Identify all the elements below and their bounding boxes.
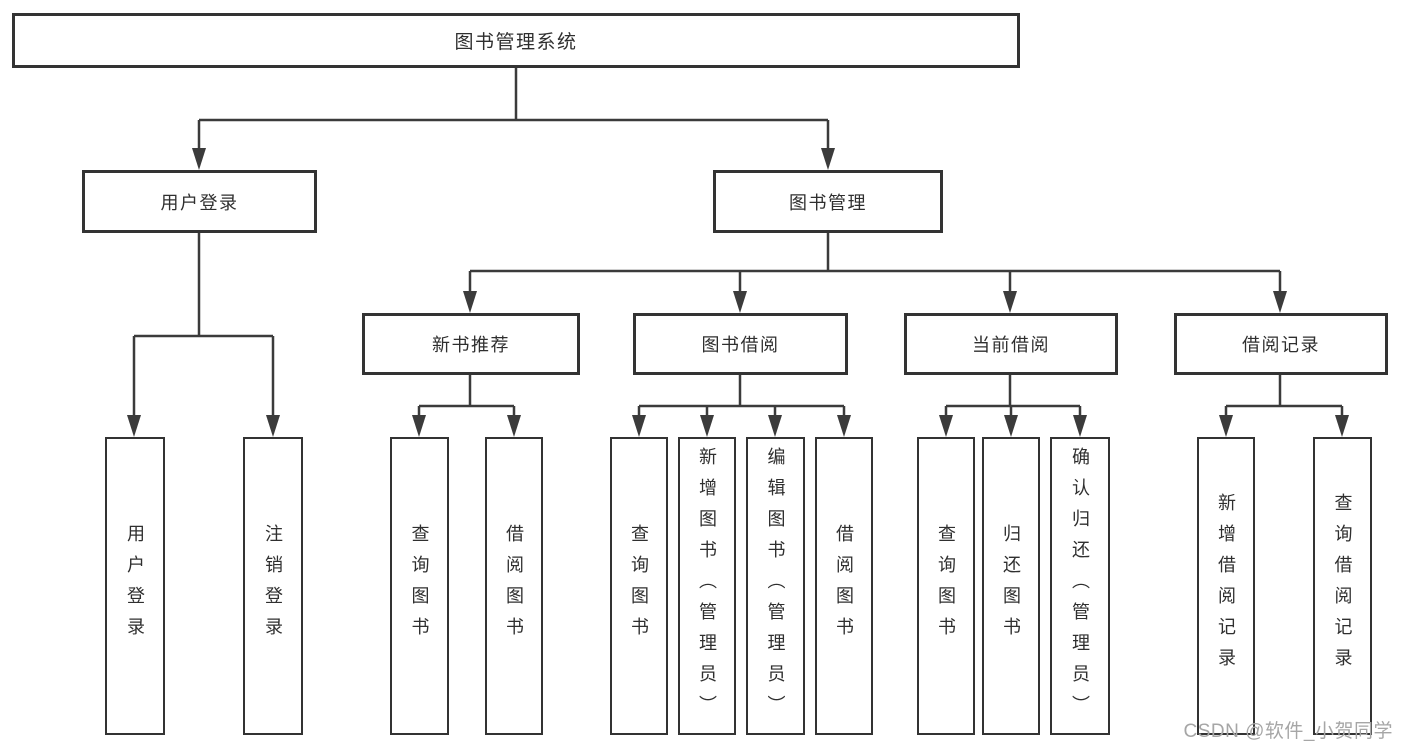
node-label: 用户登录: [160, 192, 239, 213]
leaf-label: 查询图书: [629, 524, 649, 648]
leaf-query-books-recommend: 查询图书: [390, 437, 449, 735]
leaf-label: 新增借阅记录: [1216, 493, 1236, 679]
leaf-edit-books-admin: 编辑图书（管理员）: [746, 437, 805, 735]
node-label: 图书管理系统: [454, 32, 578, 53]
leaf-label: 查询图书: [409, 524, 430, 648]
connector-borrow-records: [1224, 375, 1344, 419]
leaf-confirm-return-admin: 确认归还（管理员）: [1050, 437, 1110, 735]
node-label: 新书推荐: [432, 335, 510, 355]
node-borrow-records: 借阅记录: [1174, 313, 1388, 375]
leaf-label: 用户登录: [125, 524, 145, 648]
leaf-label: 注销登录: [263, 524, 283, 648]
leaf-label: 查询图书: [936, 524, 956, 648]
leaf-logout: 注销登录: [243, 437, 303, 735]
leaf-borrow-books: 借阅图书: [815, 437, 873, 735]
leaf-label: 编辑图书（管理员）: [765, 446, 786, 726]
leaf-return-books: 归还图书: [982, 437, 1040, 735]
node-label: 当前借阅: [972, 335, 1050, 355]
leaf-label: 借阅图书: [504, 524, 524, 648]
node-user-login: 用户登录: [82, 170, 317, 233]
leaf-label: 借阅图书: [834, 524, 854, 648]
connector-root: [197, 68, 830, 152]
leaf-borrow-books-recommend: 借阅图书: [485, 437, 543, 735]
leaf-query-borrow-record: 查询借阅记录: [1313, 437, 1372, 735]
connector-book-management: [468, 233, 1282, 295]
connector-current-borrow: [944, 375, 1082, 419]
csdn-watermark: CSDN @软件_小贺同学: [1183, 721, 1393, 742]
node-label: 图书借阅: [701, 335, 780, 355]
connector-book-borrow: [637, 375, 846, 419]
leaf-query-books-current: 查询图书: [917, 437, 975, 735]
node-current-borrow: 当前借阅: [904, 313, 1118, 375]
node-label: 借阅记录: [1242, 335, 1320, 355]
leaf-add-borrow-record: 新增借阅记录: [1197, 437, 1255, 735]
connector-user-login: [132, 233, 275, 418]
leaf-user-login: 用户登录: [105, 437, 165, 735]
node-label: 图书管理: [789, 192, 867, 213]
leaf-label: 新增图书（管理员）: [697, 446, 717, 726]
leaf-label: 确认归还（管理员）: [1070, 446, 1090, 726]
connector-new-book-recommend: [417, 375, 516, 419]
node-book-management: 图书管理: [713, 170, 943, 233]
leaf-add-books-admin: 新增图书（管理员）: [678, 437, 736, 735]
leaf-label: 归还图书: [1001, 524, 1021, 648]
node-library-management-system: 图书管理系统: [12, 13, 1020, 68]
node-book-borrow: 图书借阅: [633, 313, 848, 375]
leaf-query-books-borrow: 查询图书: [610, 437, 668, 735]
node-new-book-recommend: 新书推荐: [362, 313, 580, 375]
leaf-label: 查询借阅记录: [1332, 493, 1353, 679]
